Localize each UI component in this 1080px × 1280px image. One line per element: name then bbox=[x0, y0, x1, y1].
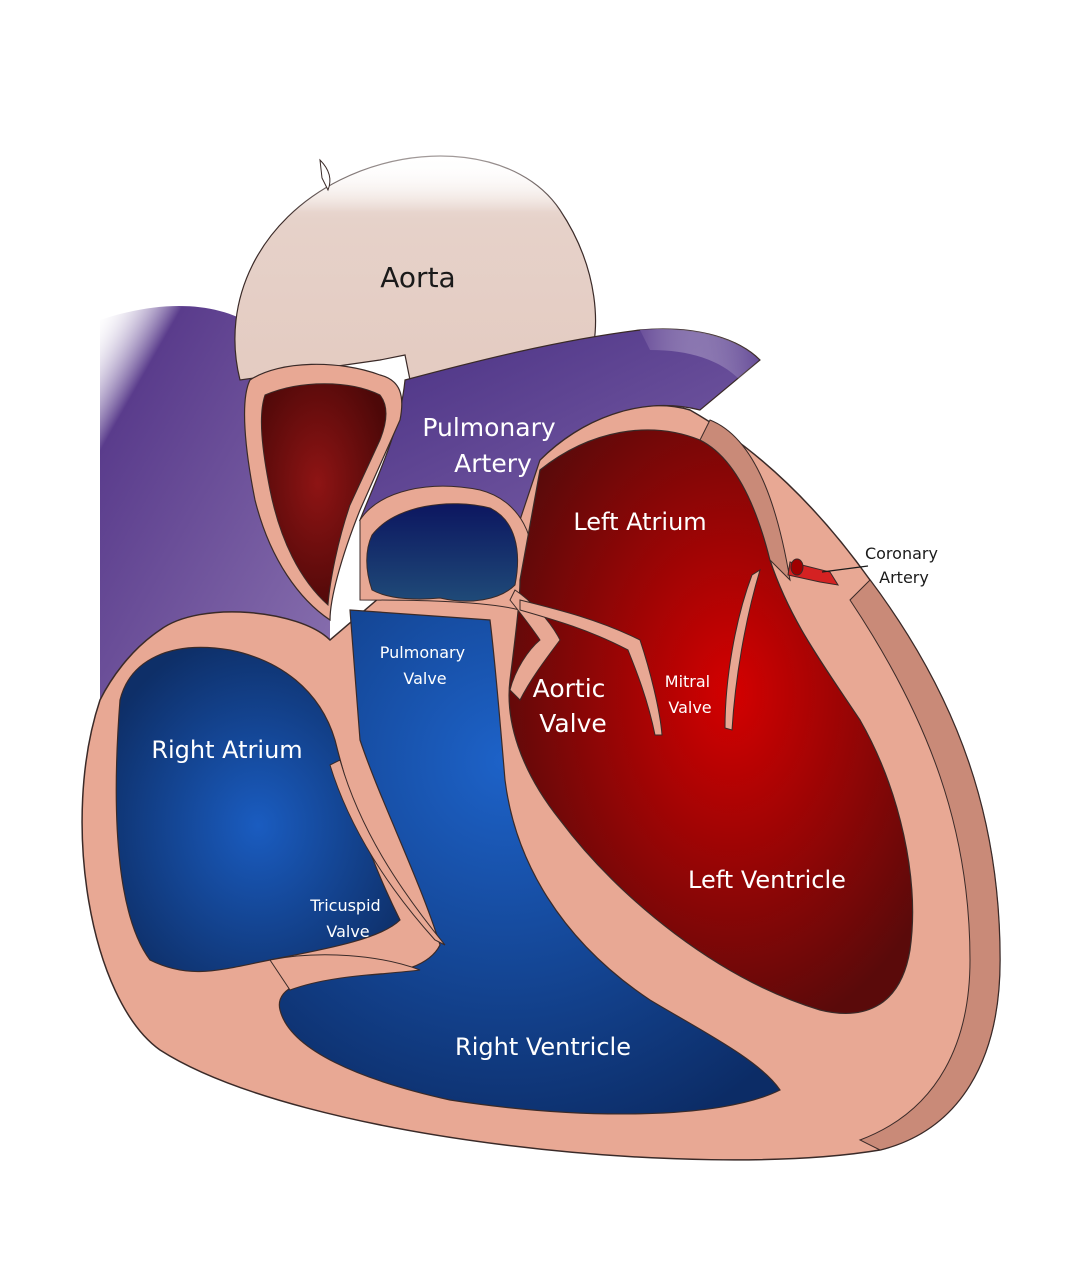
label-aortic-valve-line2: Valve bbox=[539, 709, 607, 738]
label-mitral-valve: Mitral Valve bbox=[665, 672, 715, 717]
label-aorta: Aorta bbox=[380, 261, 455, 294]
label-tricuspid-valve: Tricuspid Valve bbox=[309, 896, 386, 941]
label-tricuspid-valve-line1: Tricuspid bbox=[309, 896, 380, 915]
label-right-atrium: Right Atrium bbox=[151, 736, 302, 764]
mitral-valve-leaflet-2 bbox=[724, 568, 761, 731]
aortic-valve-flap bbox=[509, 589, 561, 701]
label-right-ventricle: Right Ventricle bbox=[455, 1033, 631, 1061]
label-left-ventricle: Left Ventricle bbox=[688, 866, 846, 894]
label-tricuspid-valve-line2: Valve bbox=[326, 922, 369, 941]
label-pulmonary-artery-line1: Pulmonary bbox=[422, 413, 556, 442]
tricuspid-valve-flap bbox=[329, 759, 446, 946]
right-ventricle-chamber bbox=[278, 609, 781, 1115]
label-pulmonary-valve: Pulmonary Valve bbox=[380, 643, 470, 688]
coronary-artery-icon bbox=[787, 558, 869, 586]
mitral-valve-leaflet-1 bbox=[519, 599, 663, 736]
label-coronary-artery-line1: Coronary bbox=[865, 544, 938, 563]
heart-side-wall bbox=[849, 579, 1001, 1151]
label-coronary-artery-line2: Artery bbox=[879, 568, 929, 587]
oxygenated-blood-upper bbox=[260, 383, 387, 607]
aortic-arch-branch bbox=[319, 158, 331, 192]
right-atrium-chamber bbox=[115, 646, 401, 973]
tricuspid-septum bbox=[269, 954, 421, 991]
label-mitral-valve-line2: Valve bbox=[668, 698, 711, 717]
label-pulmonary-artery-line2: Artery bbox=[454, 449, 532, 478]
label-left-atrium: Left Atrium bbox=[573, 508, 706, 536]
pulmonary-valve-chamber bbox=[366, 503, 518, 602]
label-pulmonary-artery: Pulmonary Artery bbox=[422, 413, 563, 478]
label-mitral-valve-line1: Mitral bbox=[665, 672, 710, 691]
label-coronary-artery: Coronary Artery bbox=[865, 544, 943, 587]
label-pulmonary-valve-line2: Valve bbox=[403, 669, 446, 688]
pulmonary-artery-vessel bbox=[358, 328, 761, 522]
left-atrium-wall bbox=[699, 419, 791, 582]
label-aortic-valve-line1: Aortic bbox=[533, 674, 606, 703]
label-aortic-valve: Aortic Valve bbox=[533, 674, 614, 738]
label-pulmonary-valve-line1: Pulmonary bbox=[380, 643, 465, 662]
